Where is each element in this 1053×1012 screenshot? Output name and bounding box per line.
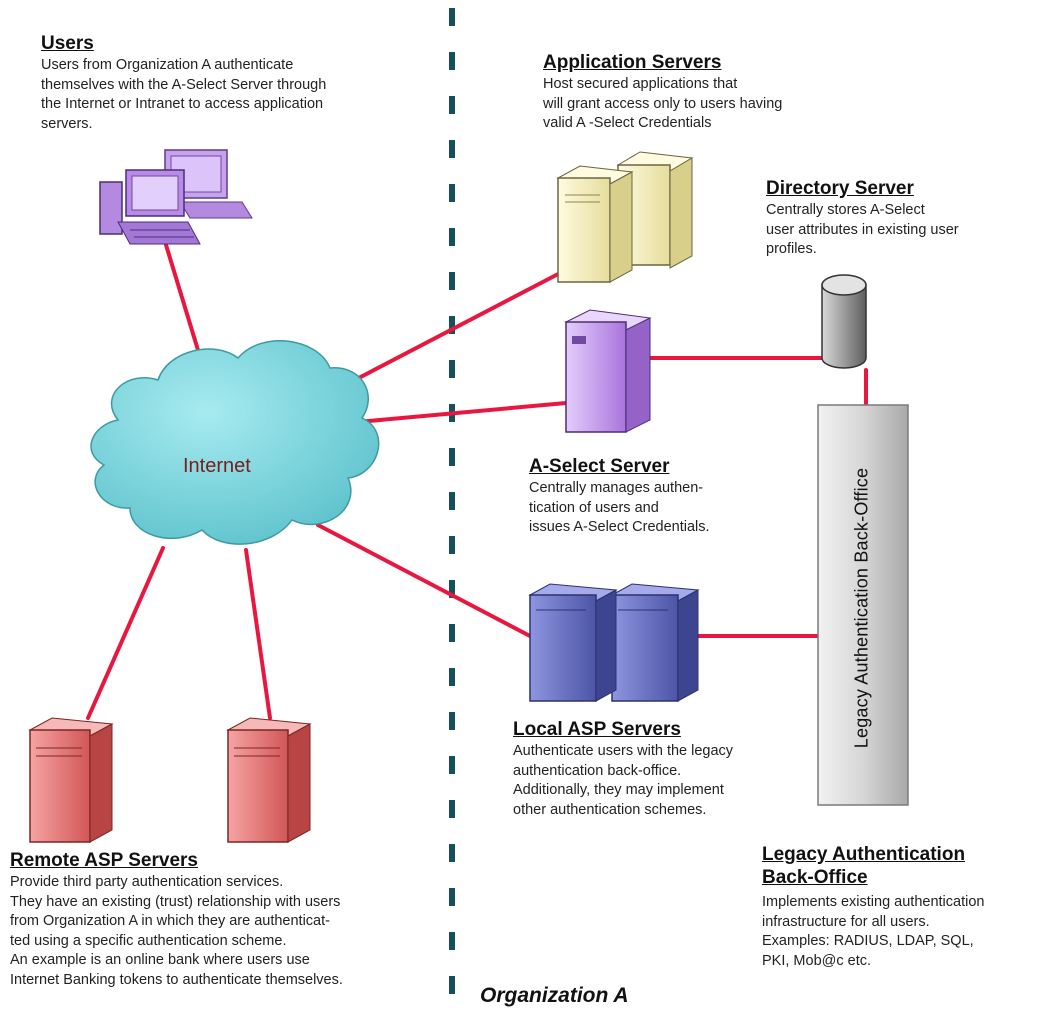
link-internet-appservers [328, 270, 564, 395]
aselect-server-icon [564, 309, 652, 433]
aselect-server-block: A-Select Server Centrally manages authen… [529, 456, 710, 538]
legacy-backoffice-bar [817, 404, 909, 806]
organization-label: Organization A [480, 984, 629, 1007]
local-asp-servers-block: Local ASP Servers Authenticate users wit… [513, 719, 733, 820]
link-internet-remote2 [244, 548, 272, 720]
users-title: Users [41, 33, 94, 54]
aselect-server-description: Centrally manages authen- tication of us… [529, 480, 710, 535]
application-servers-block: Application Servers Host secured applica… [543, 52, 782, 134]
users-workstations-icon [99, 149, 253, 245]
users-block: Users Users from Organization A authenti… [41, 33, 326, 134]
directory-server-title: Directory Server [766, 178, 914, 199]
directory-server-icon [821, 274, 867, 369]
link-internet-localasp [316, 523, 532, 638]
legacy-bar-text: Legacy Authentication Back-Office [851, 467, 872, 749]
remote-asp-server-2-icon [226, 717, 312, 843]
local-asp-servers-title: Local ASP Servers [513, 719, 681, 740]
internet-cloud [90, 339, 380, 545]
legacy-backoffice-block: Legacy Authentication Back-Office Implem… [762, 844, 984, 971]
remote-asp-servers-description: Provide third party authentication servi… [10, 874, 343, 988]
remote-asp-server-1-icon [28, 717, 114, 843]
local-asp-servers-description: Authenticate users with the legacy authe… [513, 743, 734, 818]
users-description: Users from Organization A authenticate t… [41, 57, 327, 132]
remote-asp-servers-block: Remote ASP Servers Provide third party a… [10, 850, 343, 990]
legacy-title-line2: Back-Office [762, 867, 868, 888]
application-servers-description: Host secured applications that will gran… [543, 76, 783, 131]
application-servers-title: Application Servers [543, 52, 722, 73]
internet-label: Internet [183, 455, 251, 477]
legacy-title-line1: Legacy Authentication [762, 844, 966, 865]
link-internet-remote1 [86, 546, 165, 720]
remote-asp-servers-title: Remote ASP Servers [10, 850, 198, 871]
link-internet-aselect [356, 401, 568, 424]
aselect-server-title: A-Select Server [529, 456, 670, 477]
legacy-description: Implements existing authentication infra… [762, 894, 985, 969]
directory-server-description: Centrally stores A-Select user attribute… [766, 202, 959, 257]
directory-server-block: Directory Server Centrally stores A-Sele… [766, 178, 959, 260]
local-asp-servers-icon [528, 583, 700, 702]
application-servers-icon [556, 151, 694, 283]
